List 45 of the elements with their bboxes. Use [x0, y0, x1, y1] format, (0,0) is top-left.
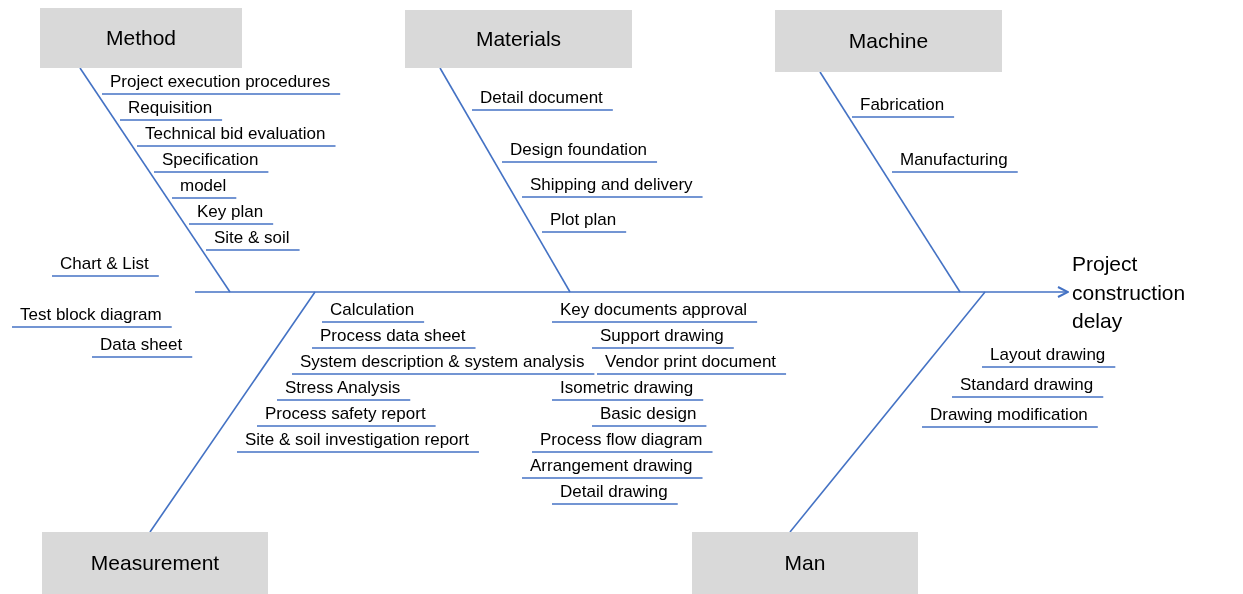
cause-label: Vendor print document: [605, 352, 777, 372]
category-box: Machine: [775, 10, 1002, 72]
cause-label: model: [180, 176, 227, 196]
cause-label: Plot plan: [550, 210, 617, 230]
bone-line: [789, 291, 986, 533]
category-box: Method: [40, 8, 242, 68]
cause-label: System description & system analysis: [300, 352, 585, 372]
category-box: Measurement: [42, 532, 268, 594]
category-box: Man: [692, 532, 918, 594]
cause-label: Calculation: [330, 300, 415, 320]
cause-label: Requisition: [128, 98, 213, 118]
cause-label: Drawing modification: [930, 405, 1088, 425]
bone-line: [819, 71, 961, 293]
cause-label: Test block diagram: [20, 305, 162, 325]
cause-label: Chart & List: [60, 254, 149, 274]
spine-arrow: [194, 286, 1069, 298]
effect-label: Project construction delay: [1072, 250, 1237, 336]
cause-label: Process safety report: [265, 404, 426, 424]
category-box: Materials: [405, 10, 632, 68]
cause-label: Support drawing: [600, 326, 724, 346]
cause-label: Specification: [162, 150, 259, 170]
cause-label: Stress Analysis: [285, 378, 401, 398]
cause-label: Data sheet: [100, 335, 183, 355]
cause-label: Fabrication: [860, 95, 945, 115]
cause-label: Technical bid evaluation: [145, 124, 326, 144]
bone-line: [439, 67, 571, 293]
cause-label: Arrangement drawing: [530, 456, 693, 476]
cause-label: Site & soil investigation report: [245, 430, 469, 450]
cause-label: Isometric drawing: [560, 378, 694, 398]
cause-label: Project execution procedures: [110, 72, 331, 92]
cause-label: Shipping and delivery: [530, 175, 693, 195]
cause-label: Process flow diagram: [540, 430, 703, 450]
cause-label: Layout drawing: [990, 345, 1106, 365]
cause-label: Manufacturing: [900, 150, 1008, 170]
cause-label: Key plan: [197, 202, 264, 222]
cause-label: Detail document: [480, 88, 603, 108]
bone-line: [79, 67, 231, 293]
cause-label: Detail drawing: [560, 482, 668, 502]
cause-label: Design foundation: [510, 140, 648, 160]
cause-label: Key documents approval: [560, 300, 748, 320]
cause-label: Standard drawing: [960, 375, 1094, 395]
bone-line: [149, 291, 316, 533]
cause-label: Process data sheet: [320, 326, 466, 346]
cause-label: Basic design: [600, 404, 697, 424]
cause-label: Site & soil: [214, 228, 290, 248]
